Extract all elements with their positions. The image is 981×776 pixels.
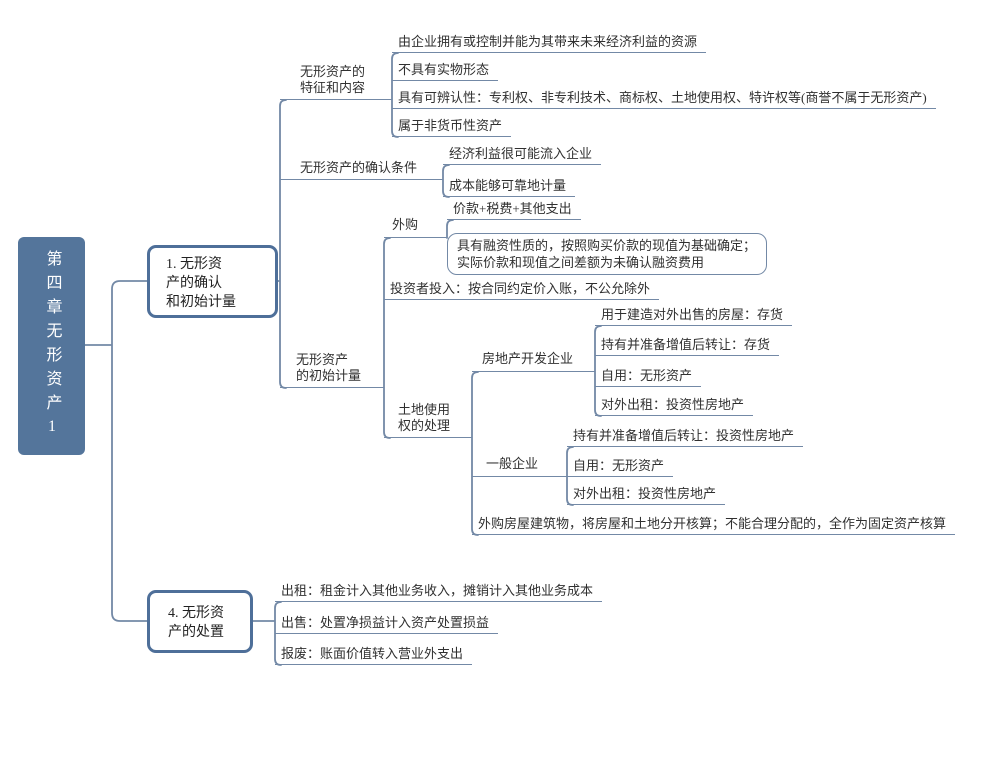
leaf-developer-self-use[interactable]: 自用：无形资产: [595, 368, 702, 387]
leaf-features-nonmonetary[interactable]: 属于非货币性资产: [392, 118, 512, 137]
leaf-developer-rent-out[interactable]: 对外出租：投资性房地产: [595, 397, 754, 416]
leaf-general-rent-out[interactable]: 对外出租：投资性房地产: [567, 486, 726, 505]
topic-land-use-right[interactable]: 土地使用 权的处理: [384, 402, 472, 438]
topic-section4[interactable]: 4. 无形资 产的处置: [147, 590, 253, 653]
topic-section1[interactable]: 1. 无形资 产的确认 和初始计量: [147, 245, 278, 318]
leaf-developer-hold-transfer[interactable]: 持有并准备增值后转让：存货: [595, 337, 780, 356]
trunk-land-use-children: [471, 371, 479, 536]
trunk-outsourcing-children: [446, 219, 454, 239]
leaf-general-hold-transfer[interactable]: 持有并准备增值后转让：投资性房地产: [567, 428, 804, 447]
leaf-developer-for-sale[interactable]: 用于建造对外出售的房屋：存货: [595, 307, 793, 326]
leaf-features-identifiable[interactable]: 具有可辨认性：专利权、非专利技术、商标权、土地使用权、特许权等(商誉不属于无形资…: [392, 90, 936, 109]
topic-real-estate-developer[interactable]: 房地产开发企业: [472, 351, 595, 372]
leaf-disposal-rent[interactable]: 出租：租金计入其他业务收入，摊销计入其他业务成本: [275, 583, 603, 602]
trunk-main: [84, 280, 148, 622]
leaf-disposal-sale[interactable]: 出售：处置净损益计入资产处置损益: [275, 615, 499, 634]
leaf-outsourcing-financing[interactable]: 具有融资性质的，按照购买价款的现值为基础确定； 实际价款和现值之间差额为未确认融…: [447, 233, 768, 275]
topic-recognition[interactable]: 无形资产的确认条件: [280, 158, 443, 180]
topic-initial-measurement[interactable]: 无形资产 的初始计量: [280, 352, 384, 388]
trunk-section1-children: [277, 99, 287, 389]
leaf-features-resource[interactable]: 由企业拥有或控制并能为其带来未来经济利益的资源: [392, 34, 707, 53]
topic-general-enterprise[interactable]: 一般企业: [472, 456, 567, 477]
topic-outsourcing[interactable]: 外购: [384, 217, 447, 238]
topic-features[interactable]: 无形资产的 特征和内容: [280, 64, 392, 100]
leaf-investor-input[interactable]: 投资者投入：按合同约定价入账，不公允除外: [384, 281, 660, 300]
root-topic[interactable]: 第四章无形资产1: [18, 237, 85, 455]
leaf-recognition-benefit[interactable]: 经济利益很可能流入企业: [443, 146, 602, 165]
leaf-recognition-cost[interactable]: 成本能够可靠地计量: [443, 178, 576, 197]
leaf-outsourcing-price[interactable]: 价款+税费+其他支出: [447, 201, 581, 220]
leaf-features-no-physical[interactable]: 不具有实物形态: [392, 62, 499, 81]
leaf-purchased-building[interactable]: 外购房屋建筑物，将房屋和土地分开核算；不能合理分配的，全作为固定资产核算: [472, 516, 956, 535]
leaf-disposal-scrap[interactable]: 报废：账面价值转入营业外支出: [275, 646, 473, 665]
leaf-general-self-use[interactable]: 自用：无形资产: [567, 458, 674, 477]
